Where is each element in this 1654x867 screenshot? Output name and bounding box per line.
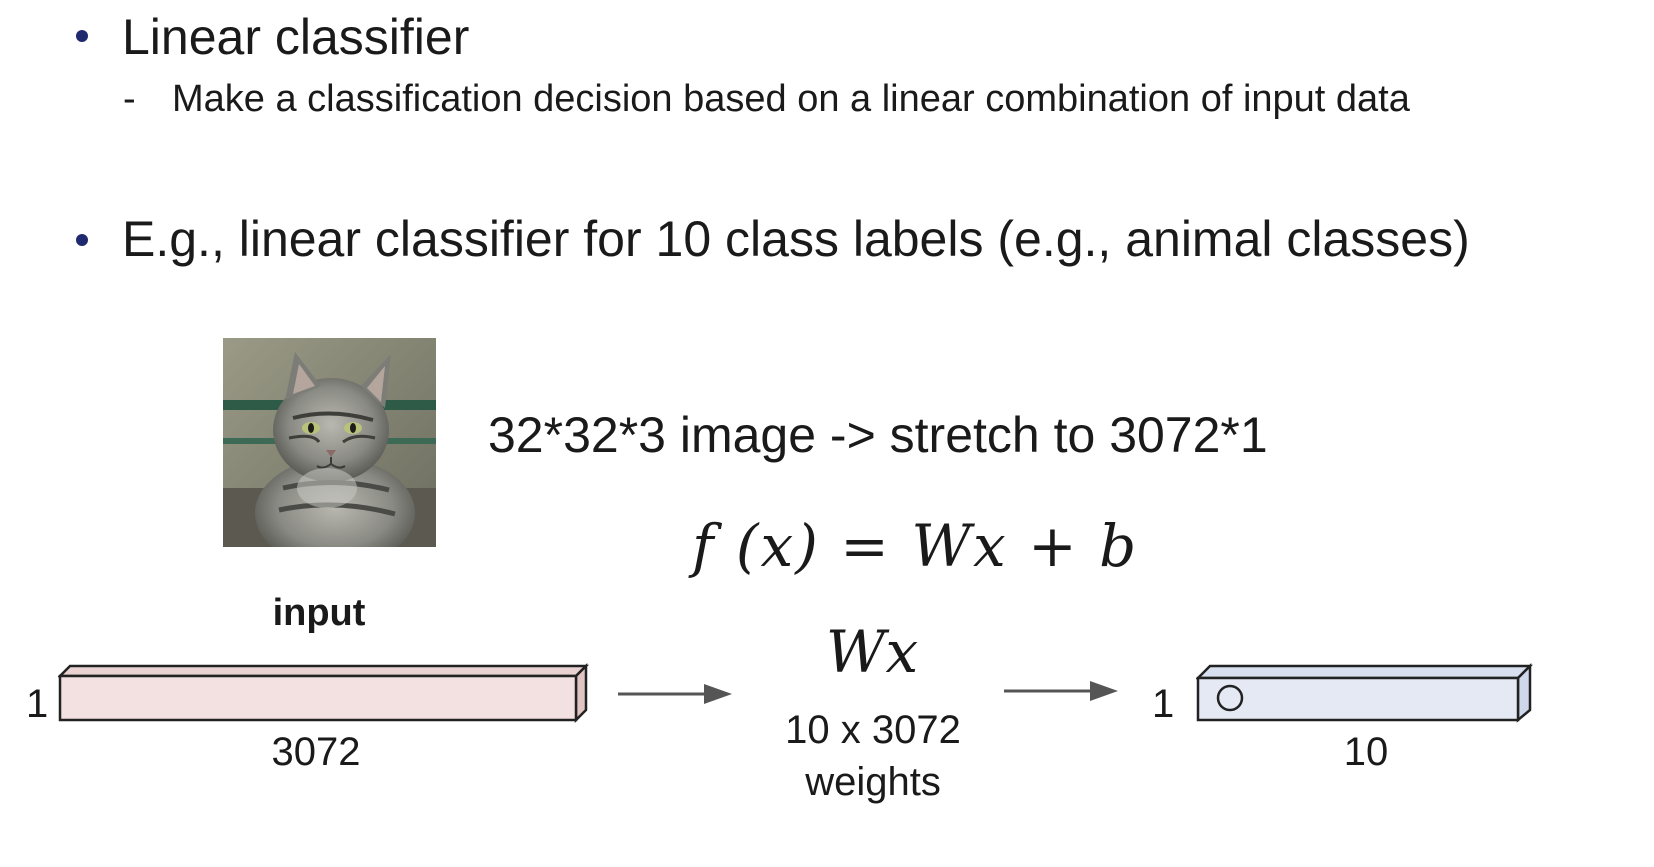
input-title: input [272,592,366,634]
input-width-label: 3072 [271,730,361,774]
linear-formula: f (x) = Wx + b [692,512,1139,580]
output-height-label: 1 [1152,682,1175,726]
output-vector-bar [1196,662,1534,723]
sub-bullet-dash: - [123,78,136,120]
weights-dims: 10 x 3072 [785,708,961,752]
sub-bullet-text: Make a classification decision based on … [172,78,1410,120]
input-height-label: 1 [26,682,49,726]
image-caption: 32*32*3 image -> stretch to 3072*1 [488,407,1268,463]
bullet-dot [76,234,88,246]
weights-symbol: Wx [825,618,919,686]
right-arrow-icon [1004,681,1118,701]
circle-icon [1216,684,1244,712]
weights-word: weights [805,760,941,804]
input-vector-bar [58,662,590,724]
bullet-linear-classifier: Linear classifier [122,9,470,65]
bullet-dot [76,30,88,42]
right-arrow-icon [618,684,732,704]
cat-photo [223,338,436,547]
output-width-label: 10 [1343,730,1389,774]
bullet-example: E.g., linear classifier for 10 class lab… [122,211,1470,267]
